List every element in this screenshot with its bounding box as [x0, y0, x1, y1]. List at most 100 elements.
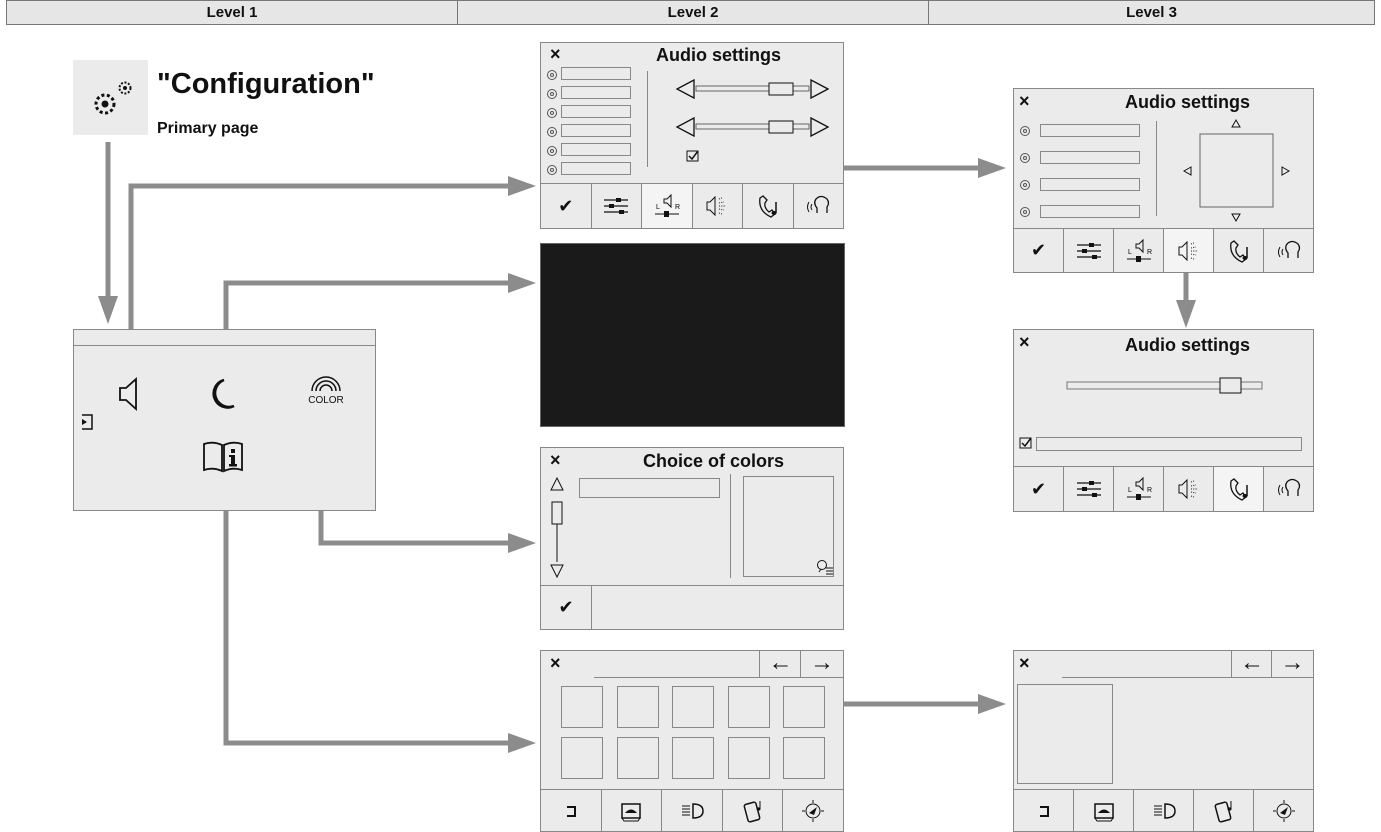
preset-field[interactable]	[561, 86, 631, 99]
ok-button[interactable]: ✔	[1014, 229, 1064, 272]
ambience-icon	[706, 195, 727, 217]
close-icon[interactable]: ×	[1019, 332, 1030, 352]
close-icon[interactable]: ×	[1019, 653, 1030, 673]
back-button[interactable]	[541, 790, 602, 831]
tab-navigation[interactable]	[1254, 790, 1313, 831]
tab-phone[interactable]	[1194, 790, 1254, 831]
svg-text:L: L	[1128, 487, 1132, 494]
grid-tile[interactable]	[617, 686, 659, 728]
ringtone-icon	[1229, 478, 1248, 501]
grid-tile[interactable]	[783, 686, 825, 728]
tab-lights[interactable]	[662, 790, 723, 831]
tab-lights[interactable]	[1134, 790, 1194, 831]
grid-tile[interactable]	[672, 686, 714, 728]
tab-voice[interactable]	[1264, 467, 1313, 511]
radio-button[interactable]	[547, 89, 557, 99]
title-line	[594, 677, 843, 678]
close-icon[interactable]: ×	[550, 44, 561, 64]
tab-vehicle[interactable]	[1074, 790, 1134, 831]
arrow-right-icon[interactable]: →	[800, 651, 843, 677]
radio-button[interactable]	[547, 165, 557, 175]
panel-divider	[74, 345, 375, 346]
checkbox-checked[interactable]	[686, 150, 700, 162]
audio-settings-title: Audio settings	[1125, 92, 1250, 112]
grid-tile[interactable]	[783, 737, 825, 779]
arrow-left-icon[interactable]: ←	[759, 651, 801, 677]
light-icon	[681, 802, 704, 819]
radio-button[interactable]	[547, 146, 557, 156]
tab-voice[interactable]	[794, 184, 844, 228]
ok-button[interactable]: ✔	[541, 184, 592, 228]
preset-field[interactable]	[561, 105, 631, 118]
preset-field[interactable]	[1040, 205, 1140, 218]
radio-button[interactable]	[1020, 126, 1030, 136]
radio-button[interactable]	[1020, 207, 1030, 217]
ok-button[interactable]: ✔	[541, 586, 592, 629]
grid-tile[interactable]	[672, 737, 714, 779]
radio-button[interactable]	[1020, 153, 1030, 163]
tab-ringtone[interactable]	[1214, 467, 1264, 511]
close-icon[interactable]: ×	[550, 653, 561, 673]
moon-icon[interactable]	[204, 376, 238, 412]
grid-tile[interactable]	[617, 737, 659, 779]
tab-ringtone[interactable]	[743, 184, 794, 228]
color-button[interactable]: COLOR	[297, 374, 355, 406]
preset-field[interactable]	[1040, 124, 1140, 137]
preset-field[interactable]	[561, 67, 631, 80]
balance-slider[interactable]	[674, 76, 829, 102]
speaker-icon[interactable]	[116, 376, 146, 412]
volume-slider[interactable]	[1066, 376, 1266, 396]
arrow-left-icon[interactable]: ←	[1231, 651, 1272, 677]
preset-field[interactable]	[561, 143, 631, 156]
grid-tile[interactable]	[728, 737, 770, 779]
tab-equalizer[interactable]	[1064, 229, 1114, 272]
close-icon[interactable]: ×	[1019, 91, 1030, 111]
voice-icon	[1277, 240, 1300, 258]
back-button[interactable]	[1014, 790, 1074, 831]
radio-button[interactable]	[547, 127, 557, 137]
tab-equalizer[interactable]	[592, 184, 642, 228]
tab-ringtone[interactable]	[1214, 229, 1264, 272]
preset-field[interactable]	[1040, 151, 1140, 164]
close-icon[interactable]: ×	[550, 450, 561, 470]
exit-icon[interactable]	[79, 413, 95, 431]
light-icon	[1153, 802, 1176, 819]
gear-icon	[94, 81, 132, 115]
grid-tile[interactable]	[561, 737, 603, 779]
tab-vehicle[interactable]	[602, 790, 663, 831]
tab-navigation[interactable]	[783, 790, 843, 831]
spatial-position-pad[interactable]	[1179, 115, 1297, 227]
grid-tile[interactable]	[561, 686, 603, 728]
preset-field[interactable]	[561, 162, 631, 175]
radio-button[interactable]	[1020, 180, 1030, 190]
preset-field[interactable]	[1040, 178, 1140, 191]
fader-slider[interactable]	[674, 114, 829, 140]
svg-text:R: R	[1147, 249, 1152, 256]
preset-field[interactable]	[561, 124, 631, 137]
color-name-field	[579, 478, 720, 498]
tab-voice[interactable]	[1264, 229, 1313, 272]
black-screen-panel	[540, 243, 845, 427]
option-field	[1036, 437, 1302, 451]
checkbox-checked[interactable]	[1019, 437, 1033, 449]
tab-phone[interactable]	[723, 790, 784, 831]
primary-page-label: Primary page	[157, 120, 259, 137]
grid-tile[interactable]	[728, 686, 770, 728]
phone-icon	[1214, 800, 1231, 823]
tab-ambience[interactable]	[693, 184, 743, 228]
zoom-list-icon[interactable]	[816, 559, 834, 575]
radio-button[interactable]	[547, 70, 557, 80]
vehicle-bottom-bar	[541, 789, 843, 831]
manual-icon[interactable]	[202, 440, 244, 474]
configuration-icon-box[interactable]	[73, 60, 148, 135]
tab-ambience[interactable]	[1164, 229, 1214, 272]
tab-ambience[interactable]	[1164, 467, 1214, 511]
arrow-right-icon[interactable]: →	[1271, 651, 1313, 677]
radio-button[interactable]	[547, 108, 557, 118]
ok-button[interactable]: ✔	[1014, 467, 1064, 511]
color-scrollbar[interactable]	[549, 476, 567, 580]
tab-equalizer[interactable]	[1064, 467, 1114, 511]
